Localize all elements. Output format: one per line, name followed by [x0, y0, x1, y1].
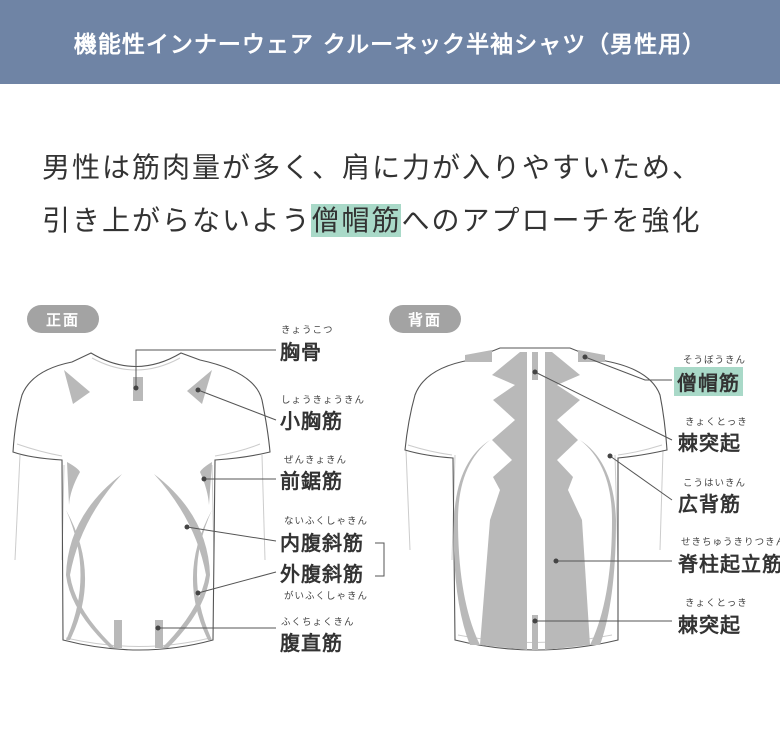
- serratus-right: [200, 462, 212, 505]
- label-ruby: せきちゅうきりつきん: [681, 537, 780, 548]
- label-ruby: きょくとっき: [685, 417, 748, 428]
- label-sternum: 胸骨: [280, 340, 322, 364]
- marker-dots: [133, 354, 613, 631]
- trapezius-left: [465, 350, 492, 362]
- back-badge: 背面: [389, 305, 461, 333]
- headline-text: へのアプローチを強化: [401, 204, 702, 237]
- back-muscles: [453, 350, 616, 650]
- label-pectoralis-minor: 小胸筋: [280, 409, 343, 433]
- label-ruby: がいふくしゃきん: [284, 591, 369, 602]
- latissimus-right: [580, 440, 616, 645]
- label-serratus-anterior: 前鋸筋: [280, 469, 343, 493]
- back-seams: [407, 444, 663, 643]
- spine-bottom: [532, 615, 538, 650]
- oblique-left-outer: [66, 510, 86, 640]
- headline-line1: 男性は筋肉量が多く、肩に力が入りやすいため、: [42, 151, 703, 184]
- serratus-left: [67, 462, 80, 505]
- label-erector-spinae: 脊柱起立筋: [678, 552, 780, 576]
- label-ruby: きょうこつ: [281, 325, 334, 336]
- label-trapezius: 僧帽筋: [674, 367, 743, 396]
- headline-text: 引き上がらないよう: [42, 204, 312, 237]
- header-bar: 機能性インナーウェア クルーネック半袖シャツ（男性用）: [0, 0, 780, 84]
- rectus-right: [155, 620, 163, 648]
- label-ruby: ないふくしゃきん: [284, 516, 369, 527]
- rectus-left: [114, 620, 122, 648]
- back-shirt-outline: [404, 347, 668, 651]
- pectoralis-minor-right: [187, 370, 212, 404]
- label-internal-oblique: 内腹斜筋: [280, 531, 364, 555]
- label-ruby: ふくちょくきん: [281, 617, 355, 628]
- headline-line2: 引き上がらないよう僧帽筋へのアプローチを強化: [42, 199, 701, 239]
- oblique-right-outer: [192, 510, 212, 640]
- front-badge: 正面: [27, 305, 99, 333]
- label-rectus-abdominis: 腹直筋: [280, 631, 343, 655]
- label-latissimus-dorsi: 広背筋: [678, 492, 741, 516]
- label-spinous-process-lower: 棘突起: [678, 613, 741, 637]
- label-external-oblique: 外腹斜筋: [280, 562, 364, 586]
- label-ruby: そうぼうきん: [683, 355, 747, 366]
- erector-left: [480, 352, 527, 650]
- label-ruby: しょうきょうきん: [281, 395, 366, 406]
- label-ruby: こうはいきん: [683, 478, 747, 489]
- front-shirt-outline: [12, 352, 271, 651]
- front-seams: [16, 357, 261, 647]
- erector-right: [545, 352, 590, 650]
- leader-lines: [135, 349, 673, 629]
- headline-highlight: 僧帽筋: [311, 204, 402, 237]
- pectoralis-minor-left: [64, 370, 90, 404]
- label-ruby: ぜんきょきん: [284, 455, 348, 466]
- front-arm-lines: [14, 454, 266, 561]
- trapezius-right: [578, 350, 605, 362]
- label-spinous-process: 棘突起: [678, 431, 741, 455]
- label-ruby: きょくとっき: [685, 598, 748, 609]
- spine-top: [532, 352, 538, 380]
- page-title: 機能性インナーウェア クルーネック半袖シャツ（男性用）: [73, 32, 707, 58]
- latissimus-left: [453, 440, 490, 645]
- front-muscles: [64, 370, 212, 648]
